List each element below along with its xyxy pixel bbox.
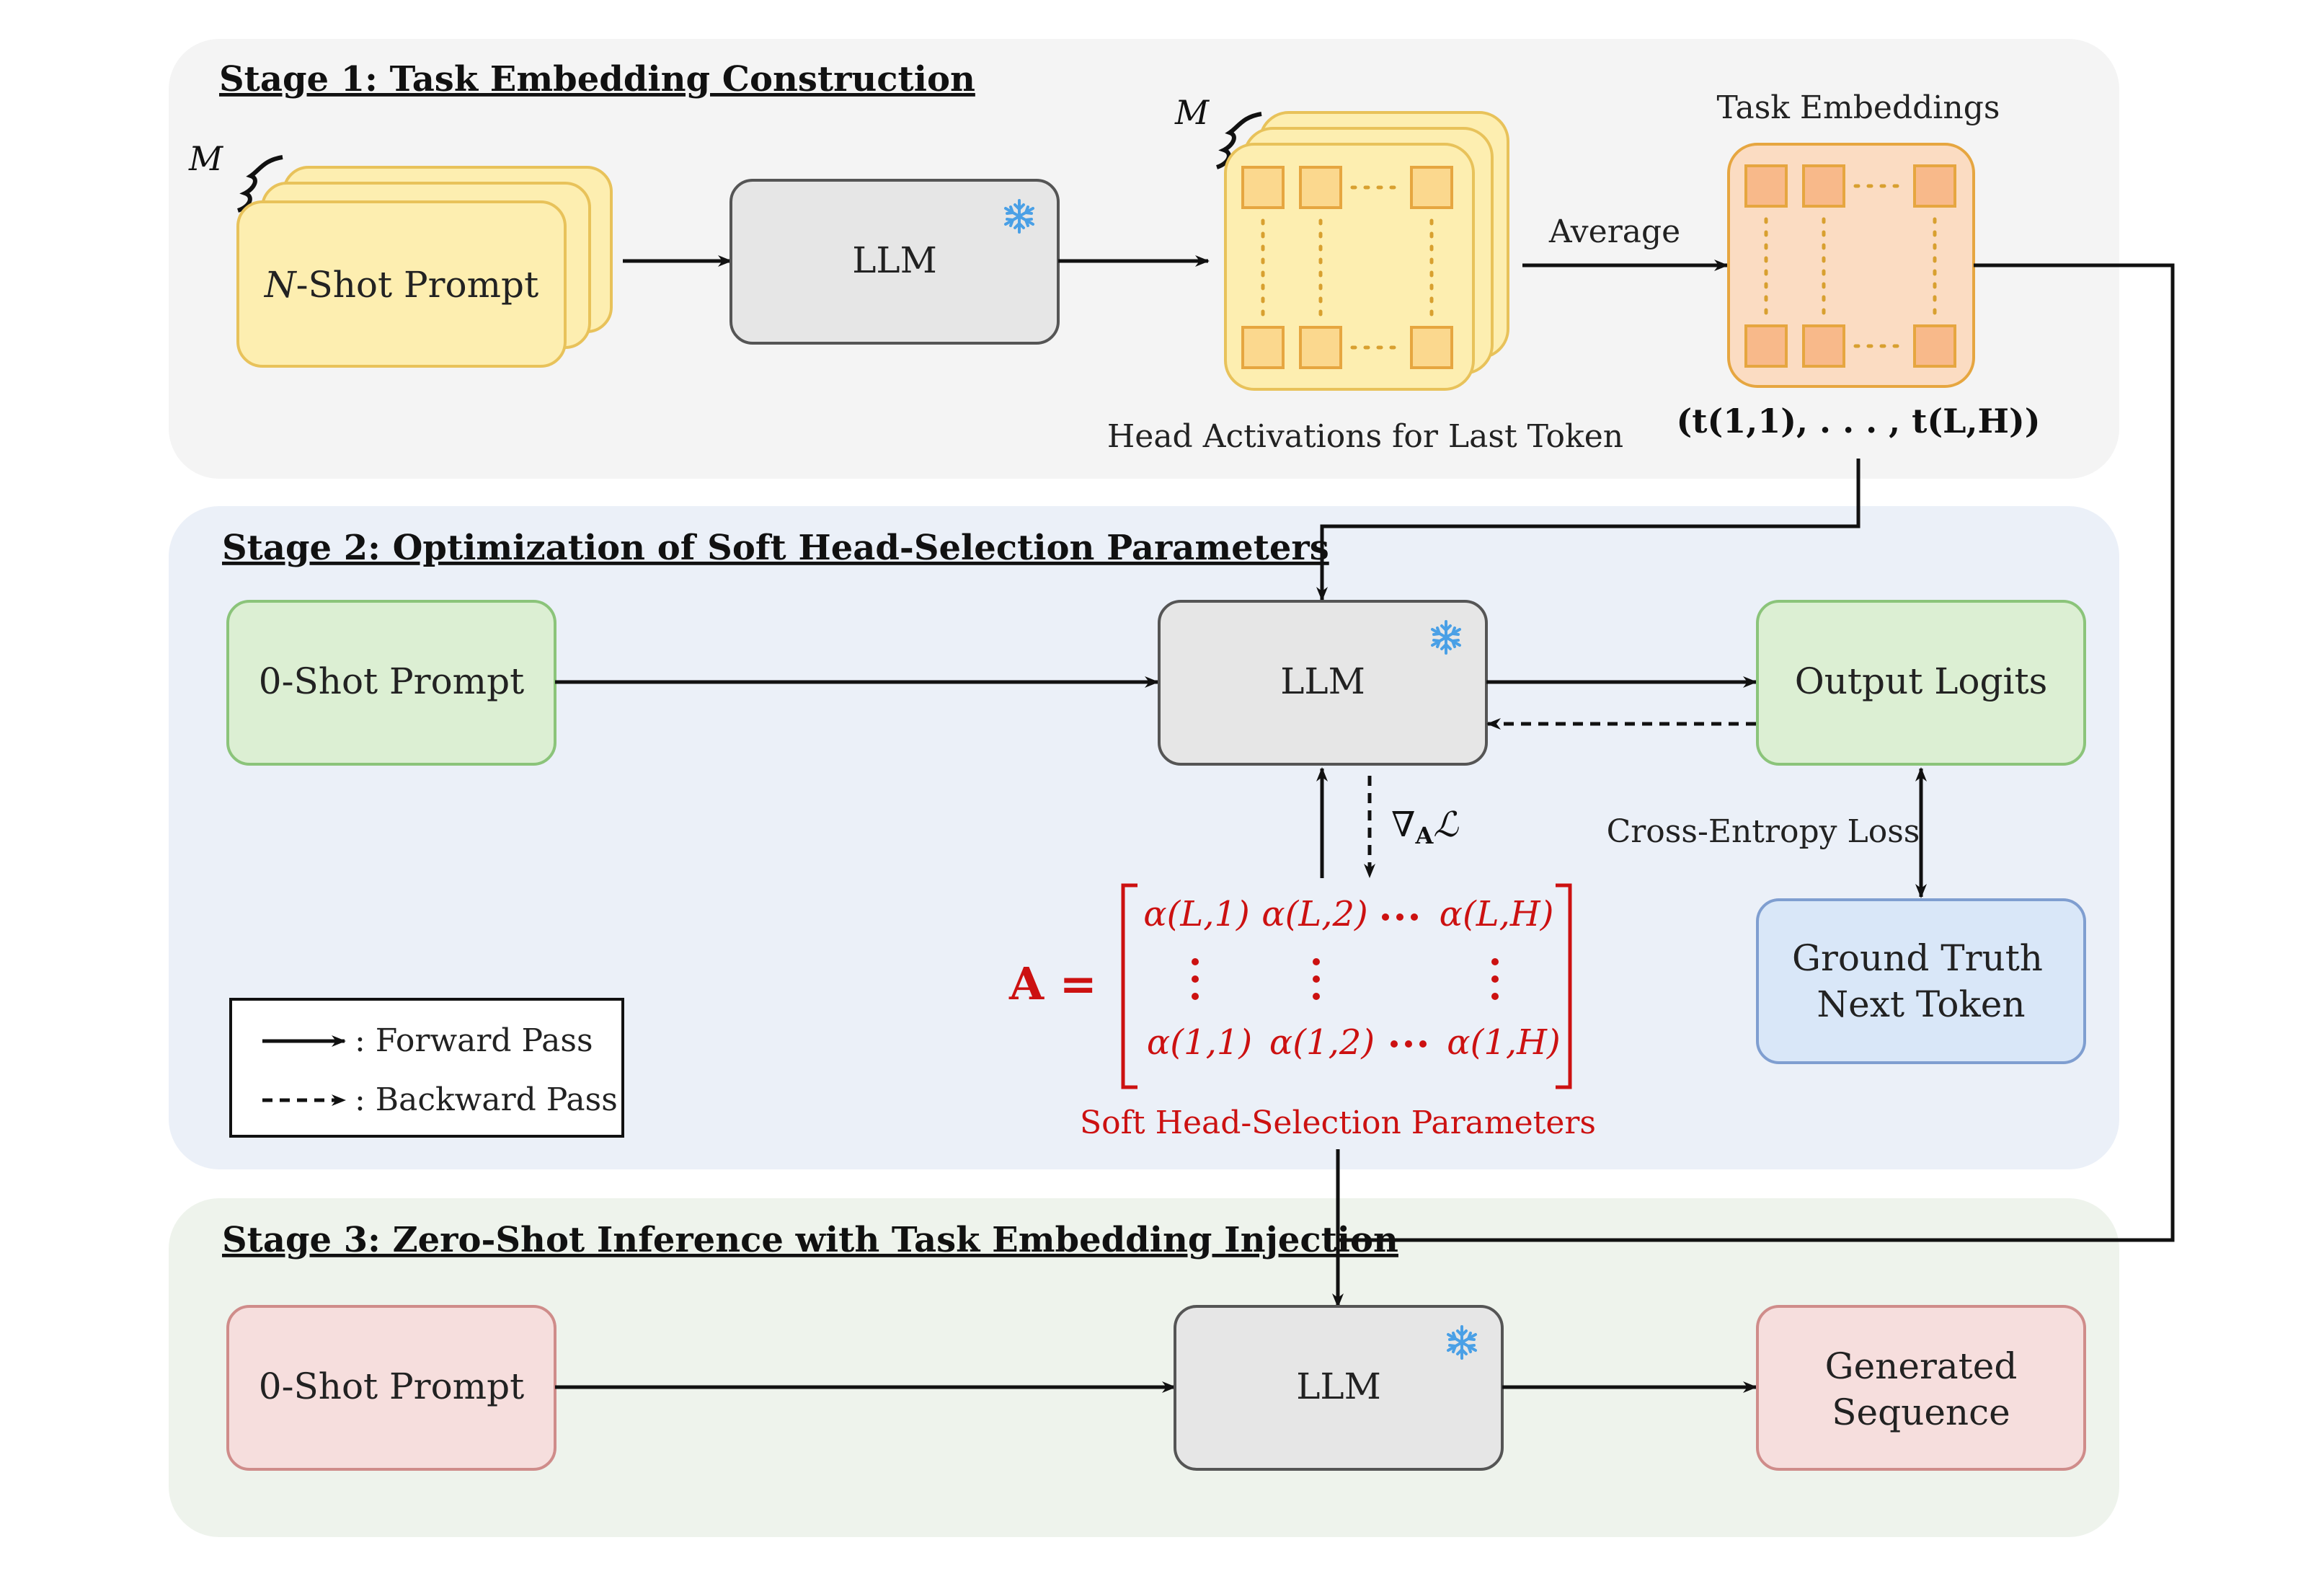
matrix-label: A = [1008, 957, 1097, 1010]
matrix-cell-bottom-3: α(1,H) [1447, 1022, 1561, 1063]
activation-cell [1299, 326, 1342, 369]
stage1-title: Stage 1: Task Embedding Construction [219, 59, 975, 99]
gradient-nabla: ∇ [1391, 805, 1416, 845]
brace-left [236, 155, 283, 213]
llm-label-stage3: LLM [1296, 1366, 1381, 1407]
llm-label-stage1: LLM [852, 239, 937, 281]
nshot-n: N [264, 264, 298, 306]
activation-dots [1261, 185, 1434, 350]
activation-grid [1241, 166, 1453, 369]
embedding-cell [1802, 324, 1845, 368]
cross-entropy-label: Cross-Entropy Loss [1607, 813, 1920, 850]
ground-truth-line1: Ground Truth [1792, 937, 2043, 979]
generated-sequence-line1: Generated [1825, 1345, 2018, 1387]
matrix-cell-bottom-2: α(1,2) [1269, 1022, 1375, 1063]
gradient-label: ∇Aℒ [1391, 805, 1459, 849]
activation-cell [1299, 166, 1342, 209]
stage3-panel [169, 1198, 2119, 1537]
matrix-caption: Soft Head-Selection Parameters [1080, 1105, 1596, 1141]
activation-cell [1410, 166, 1453, 209]
activation-cell [1241, 326, 1285, 369]
embedding-grid [1744, 164, 1956, 368]
legend-backward-label: : Backward Pass [355, 1081, 618, 1118]
m-label-right: M [1174, 93, 1210, 132]
generated-sequence-box [1756, 1305, 2086, 1471]
matrix-left-bracket [1121, 883, 1137, 1089]
activation-cell [1410, 326, 1453, 369]
stage1-panel [169, 39, 2119, 479]
matrix-dots [1192, 913, 1499, 1048]
line-embeddings-to-stage3 [1338, 263, 2175, 1242]
ground-truth-box [1756, 898, 2086, 1064]
stage2-title: Stage 2: Optimization of Soft Head-Selec… [222, 528, 1329, 568]
tuple-formula: (t(1,1), . . . , t(L,H)) [1676, 402, 2040, 441]
nshot-prompt-box [236, 200, 567, 368]
ground-truth-line2: Next Token [1817, 983, 2025, 1025]
task-embeddings-title: Task Embeddings [1717, 89, 2000, 126]
matrix-cell-top-3: α(L,H) [1440, 894, 1554, 934]
stage3-title: Stage 3: Zero-Shot Inference with Task E… [222, 1220, 1398, 1260]
matrix-cell-bottom-1: α(1,1) [1147, 1022, 1252, 1063]
embedding-cell [1913, 164, 1956, 208]
llm-label-stage2: LLM [1280, 660, 1365, 702]
matrix-cell-top-2: α(L,2) [1261, 894, 1368, 934]
embedding-dots [1764, 184, 1937, 348]
arrow-embeddings-to-llm2 [1316, 459, 1860, 601]
legend-forward-label: : Forward Pass [355, 1022, 593, 1059]
zero-shot-prompt-label-stage2: 0-Shot Prompt [259, 660, 524, 702]
activation-cell [1241, 166, 1285, 209]
embedding-cell [1802, 164, 1845, 208]
output-logits-box [1756, 600, 2086, 766]
embedding-cell [1744, 324, 1788, 368]
average-label: Average [1548, 213, 1680, 250]
m-label-left: M [188, 139, 224, 178]
stage2-panel [169, 506, 2119, 1169]
nshot-rest: -Shot Prompt [296, 264, 539, 306]
embedding-cell [1913, 324, 1956, 368]
gradient-sub: A [1415, 822, 1434, 849]
generated-sequence-line2: Sequence [1832, 1391, 2010, 1433]
gradient-loss: ℒ [1433, 805, 1459, 845]
head-activations-caption: Head Activations for Last Token [1107, 418, 1623, 455]
matrix-cell-top-1: α(L,1) [1143, 894, 1250, 934]
zero-shot-prompt-label-stage3: 0-Shot Prompt [259, 1366, 524, 1407]
matrix-right-bracket [1556, 883, 1572, 1089]
legend-box [229, 998, 624, 1138]
nshot-prompt-label: N-Shot Prompt [264, 264, 538, 306]
embedding-cell [1744, 164, 1788, 208]
output-logits-label: Output Logits [1795, 660, 2048, 702]
